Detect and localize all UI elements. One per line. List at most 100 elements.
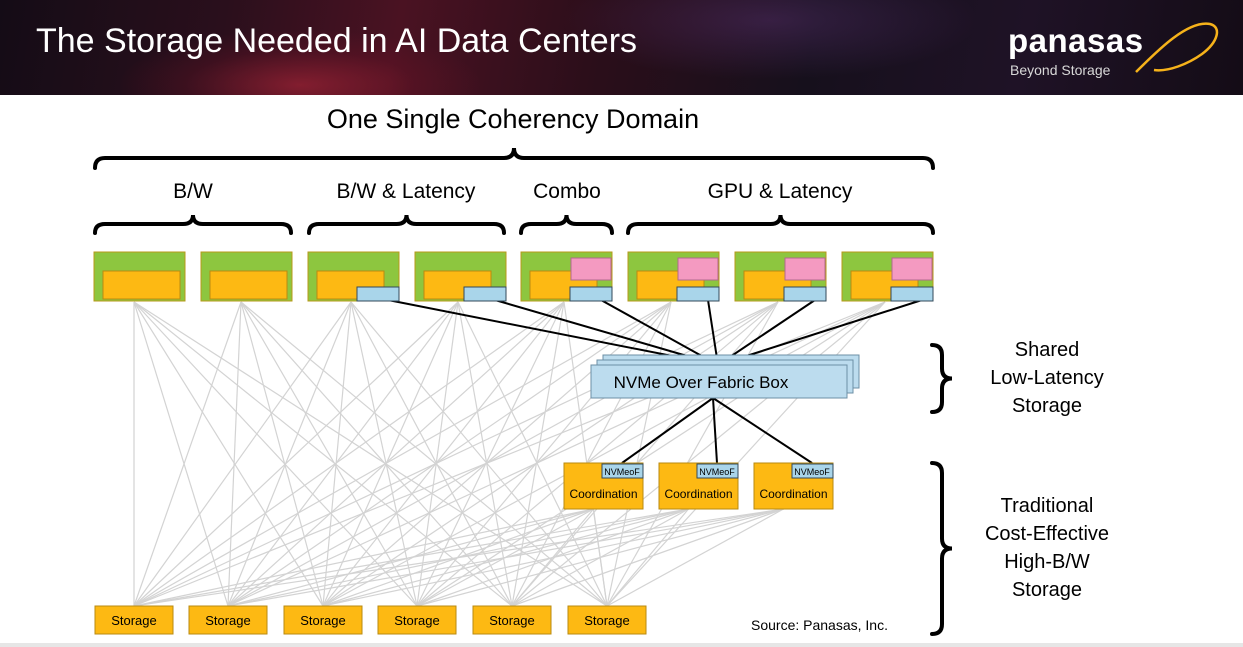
coordination-storage-link <box>133 508 784 607</box>
coordination-storage-link <box>133 508 594 607</box>
group-label: B/W <box>173 180 213 203</box>
client-nvmeof-box <box>890 286 934 302</box>
nvmeof-label: NVMeoF <box>699 467 735 477</box>
client-storage-link <box>322 301 459 607</box>
client-storage-link <box>416 301 672 607</box>
client-storage-link <box>227 301 242 607</box>
client-storage-link <box>511 301 779 607</box>
coherency-domain-label: One Single Coherency Domain <box>327 104 699 134</box>
group-label: Combo <box>533 180 601 203</box>
storage-label: Storage <box>111 613 157 628</box>
client-nvmeof-box <box>676 286 720 302</box>
client-storage-link <box>227 301 352 607</box>
coordination-storage-link <box>511 508 784 607</box>
shared-storage-label-line: Low-Latency <box>990 367 1104 389</box>
coordination-label: Coordination <box>569 487 637 501</box>
coordination-storage-link <box>606 508 784 607</box>
client-storage-link <box>227 301 886 607</box>
client-nvmeof-box <box>569 286 613 302</box>
storage-box <box>377 605 457 635</box>
coordination-storage-link <box>322 508 784 607</box>
storage-label: Storage <box>300 613 346 628</box>
nvmeof-fabric-link <box>600 299 719 366</box>
client-storage-link <box>133 301 459 607</box>
client-storage-link <box>227 301 779 607</box>
client-storage-link <box>133 301 565 607</box>
client-storage-link <box>457 301 513 607</box>
client-storage-link <box>457 301 608 607</box>
traditional-storage-label-line: Cost-Effective <box>984 523 1110 545</box>
coordination-label: Coordination <box>664 487 732 501</box>
coordination-storage-link <box>227 508 784 607</box>
client-storage-link <box>606 301 886 607</box>
client-storage-link <box>133 301 608 607</box>
storage-box <box>567 605 647 635</box>
client-storage-link <box>240 301 324 607</box>
client-storage-link <box>511 301 672 607</box>
group-brace-gpu-latency <box>626 214 935 235</box>
fabric-box <box>590 364 848 399</box>
panasas-logo: panasas Beyond Storage <box>1008 22 1223 82</box>
logo-swoosh-icon <box>1135 22 1219 73</box>
storage-label: Storage <box>489 613 535 628</box>
parallel-protocol-box <box>102 270 181 300</box>
nvmeof-label: NVMeoF <box>604 467 640 477</box>
fabric-box-label: NVMe Over Fabric Box <box>614 373 789 392</box>
client-storage-link <box>322 301 565 607</box>
storage-label: Storage <box>394 613 440 628</box>
client-storage-link <box>240 301 418 607</box>
storage-label: Storage <box>205 613 251 628</box>
coordination-storage-link <box>133 508 689 607</box>
group-brace-combo <box>519 214 614 235</box>
parallel-protocol-box <box>209 270 288 300</box>
client-storage-link <box>416 301 779 607</box>
client-storage-link <box>227 301 565 607</box>
traditional-storage-label-line: Storage <box>1011 579 1083 601</box>
coordination-nvmeof-box <box>791 463 834 479</box>
client-storage-link <box>350 301 418 607</box>
client-storage-link <box>322 301 779 607</box>
group-brace-bw-latency <box>307 214 506 235</box>
fabric-coordination-link <box>712 397 813 464</box>
slide-header: The Storage Needed in AI Data Centers pa… <box>0 0 1243 95</box>
client-storage-link <box>350 301 513 607</box>
logo-name: panasas <box>1008 22 1144 59</box>
client-storage-link <box>511 301 886 607</box>
storage-box <box>472 605 552 635</box>
gpu-box <box>570 257 612 281</box>
client-storage-link <box>416 301 565 607</box>
client-storage-link <box>133 301 229 607</box>
group-label: GPU & Latency <box>708 180 853 203</box>
client-storage-link <box>133 301 513 607</box>
client-nvmeof-box <box>356 286 400 302</box>
coherency-domain-brace <box>93 147 935 170</box>
fabric-coordination-link <box>712 397 718 464</box>
client-storage-link <box>133 301 672 607</box>
client-storage-link <box>133 301 324 607</box>
nvmeof-fabric-link <box>494 299 719 366</box>
client-storage-link <box>416 301 886 607</box>
storage-box <box>188 605 268 635</box>
fabric-coordination-link <box>621 397 714 464</box>
coordination-nvmeof-box <box>696 463 739 479</box>
source-credit: Source: Panasas, Inc. <box>751 617 888 633</box>
client-storage-link <box>322 301 352 607</box>
shared-storage-brace <box>930 343 953 414</box>
coordination-storage-link <box>416 508 784 607</box>
traditional-storage-label-line: High-B/W <box>1004 551 1090 573</box>
nvmeof-fabric-link <box>387 299 719 366</box>
shared-storage-label-line: Storage <box>1011 395 1083 417</box>
shared-storage-label-line: Shared <box>1014 339 1080 361</box>
traditional-storage-brace <box>930 461 953 636</box>
nvmeof-fabric-link <box>707 299 719 366</box>
gpu-box <box>784 257 826 281</box>
group-label: B/W & Latency <box>337 180 476 203</box>
client-storage-link <box>133 301 418 607</box>
client-storage-link <box>227 301 459 607</box>
client-storage-link <box>133 301 352 607</box>
group-brace-bw <box>93 214 293 235</box>
storage-box <box>94 605 174 635</box>
slide-title: The Storage Needed in AI Data Centers <box>36 22 638 60</box>
